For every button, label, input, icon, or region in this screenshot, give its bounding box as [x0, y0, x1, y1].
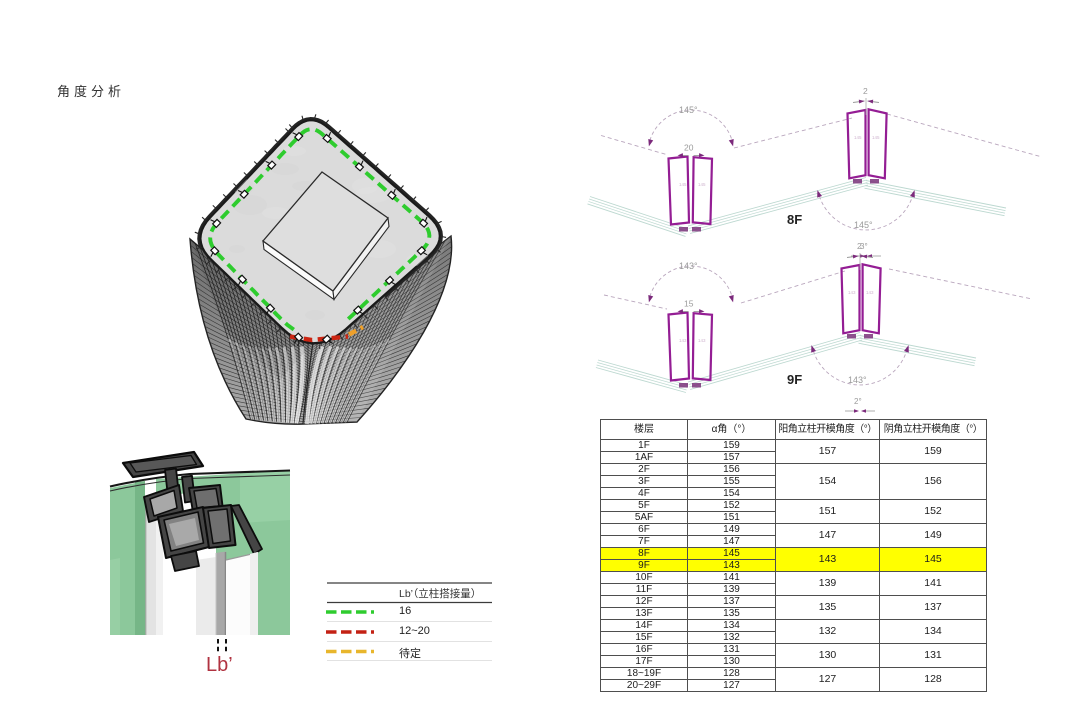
svg-text:2°: 2°: [854, 397, 862, 406]
svg-text:145: 145: [854, 135, 862, 140]
svg-text:9F: 9F: [787, 372, 802, 387]
svg-text:15: 15: [684, 299, 694, 309]
svg-text:2: 2: [857, 241, 862, 251]
svg-text:Lb’: Lb’: [206, 654, 233, 676]
svg-text:145°: 145°: [679, 105, 698, 115]
svg-text:143°: 143°: [679, 261, 698, 271]
svg-text:143: 143: [679, 338, 687, 343]
svg-text:143°: 143°: [848, 375, 867, 385]
svg-text:143: 143: [698, 338, 706, 343]
svg-text:145: 145: [872, 135, 880, 140]
svg-text:145°: 145°: [854, 220, 873, 230]
svg-text:145: 145: [679, 182, 687, 187]
svg-text:20: 20: [684, 143, 694, 153]
svg-text:8F: 8F: [787, 212, 802, 227]
svg-text:145: 145: [698, 182, 706, 187]
svg-text:143: 143: [866, 290, 874, 295]
svg-text:143: 143: [848, 290, 856, 295]
svg-text:3°: 3°: [860, 242, 868, 251]
svg-text:2: 2: [863, 86, 868, 96]
